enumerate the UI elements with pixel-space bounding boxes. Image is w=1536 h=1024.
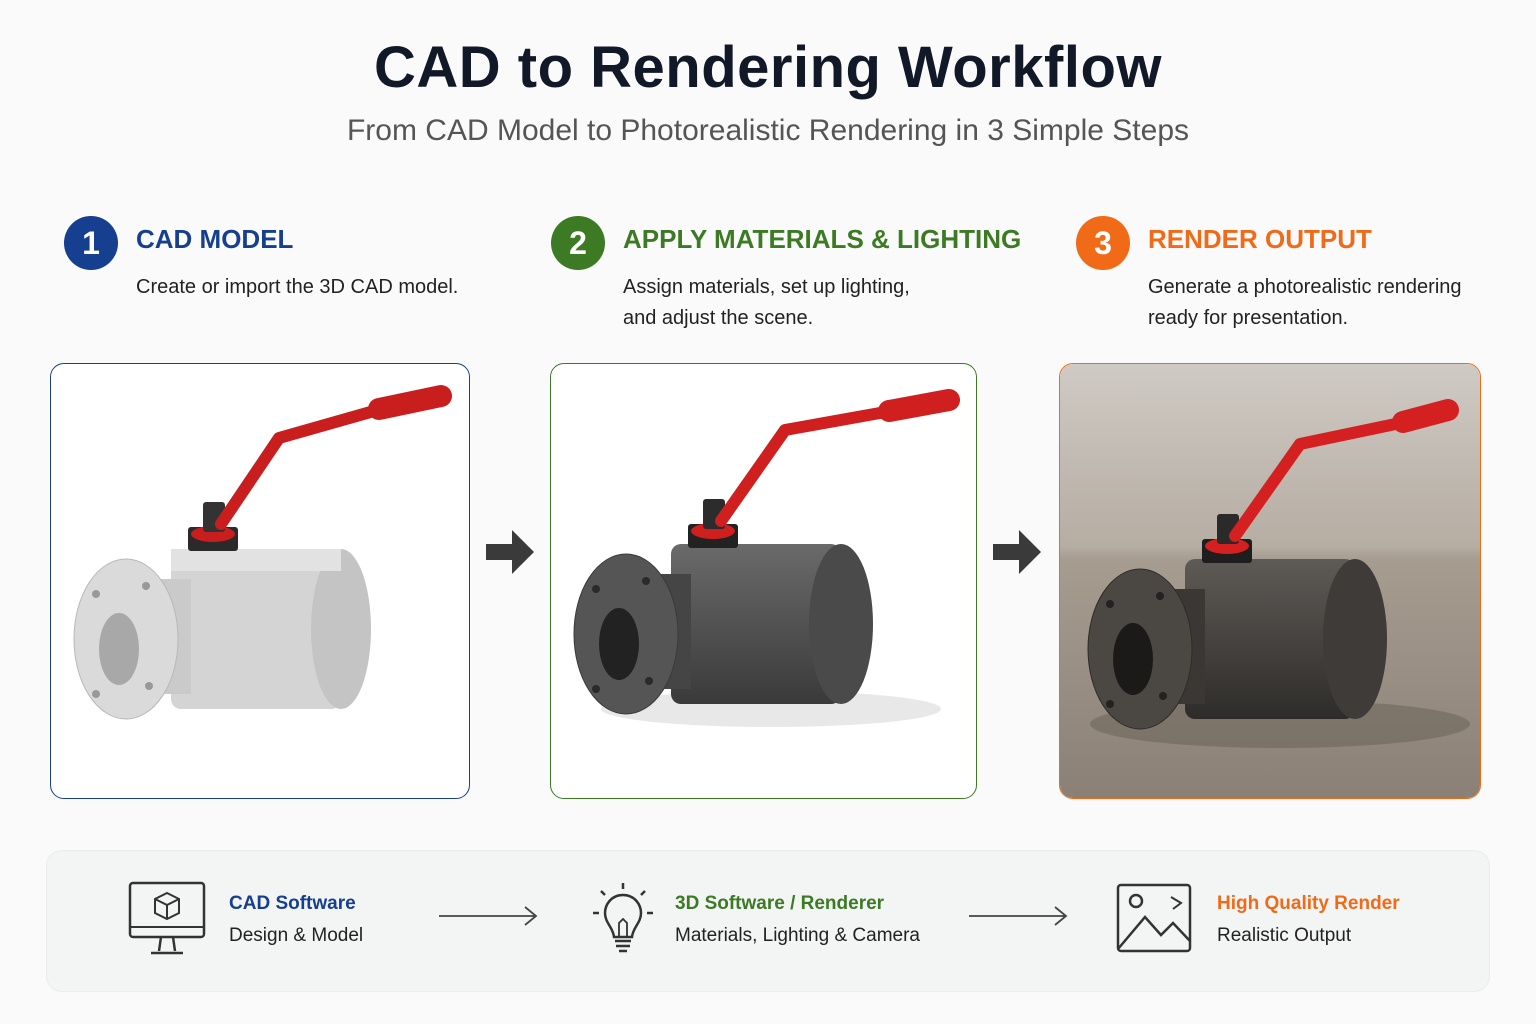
tool-3d-renderer-subtitle: Materials, Lighting & Camera (675, 925, 920, 946)
tools-bar: CAD Software Design & Model 3D Software … (46, 850, 1490, 992)
tool-arrow-2 (969, 906, 1068, 926)
render-output-panel (1059, 363, 1481, 799)
image-icon (1116, 883, 1192, 953)
cad-model-panel (50, 363, 470, 799)
tool-cad-software-subtitle: Design & Model (229, 925, 364, 946)
monitor-cube-icon (128, 881, 206, 955)
tool-high-quality-render-subtitle: Realistic Output (1217, 925, 1352, 946)
step-2-description: Assign materials, set up lighting, and a… (623, 276, 910, 329)
cad-valve-illustration (73, 385, 452, 720)
step-3-description: Generate a photorealistic rendering read… (1148, 276, 1462, 329)
step-arrow-1 (484, 528, 536, 576)
rendered-valve-illustration (1060, 364, 1480, 798)
lightbulb-icon (593, 883, 653, 953)
tool-arrow-1 (439, 906, 538, 926)
page-subtitle: From CAD Model to Photorealistic Renderi… (346, 114, 1190, 147)
tool-high-quality-render-name: High Quality Render (1217, 893, 1400, 914)
step-3-number-badge: 3 (1076, 216, 1130, 270)
tool-cad-software-name: CAD Software (229, 893, 356, 914)
materials-lighting-panel (550, 363, 977, 799)
step-arrow-2 (991, 528, 1043, 576)
tool-3d-renderer-name: 3D Software / Renderer (675, 893, 885, 914)
step-1-label: CAD MODEL (136, 224, 294, 254)
page-title: CAD to Rendering Workflow (374, 35, 1162, 100)
step-2-number-badge: 2 (551, 216, 605, 270)
step-1-description: Create or import the 3D CAD model. (136, 276, 459, 298)
step-1-number-badge: 1 (64, 216, 118, 270)
step-3-label: RENDER OUTPUT (1148, 224, 1372, 254)
step-2-label: APPLY MATERIALS & LIGHTING (623, 224, 1022, 254)
materials-valve-illustration (573, 389, 960, 727)
